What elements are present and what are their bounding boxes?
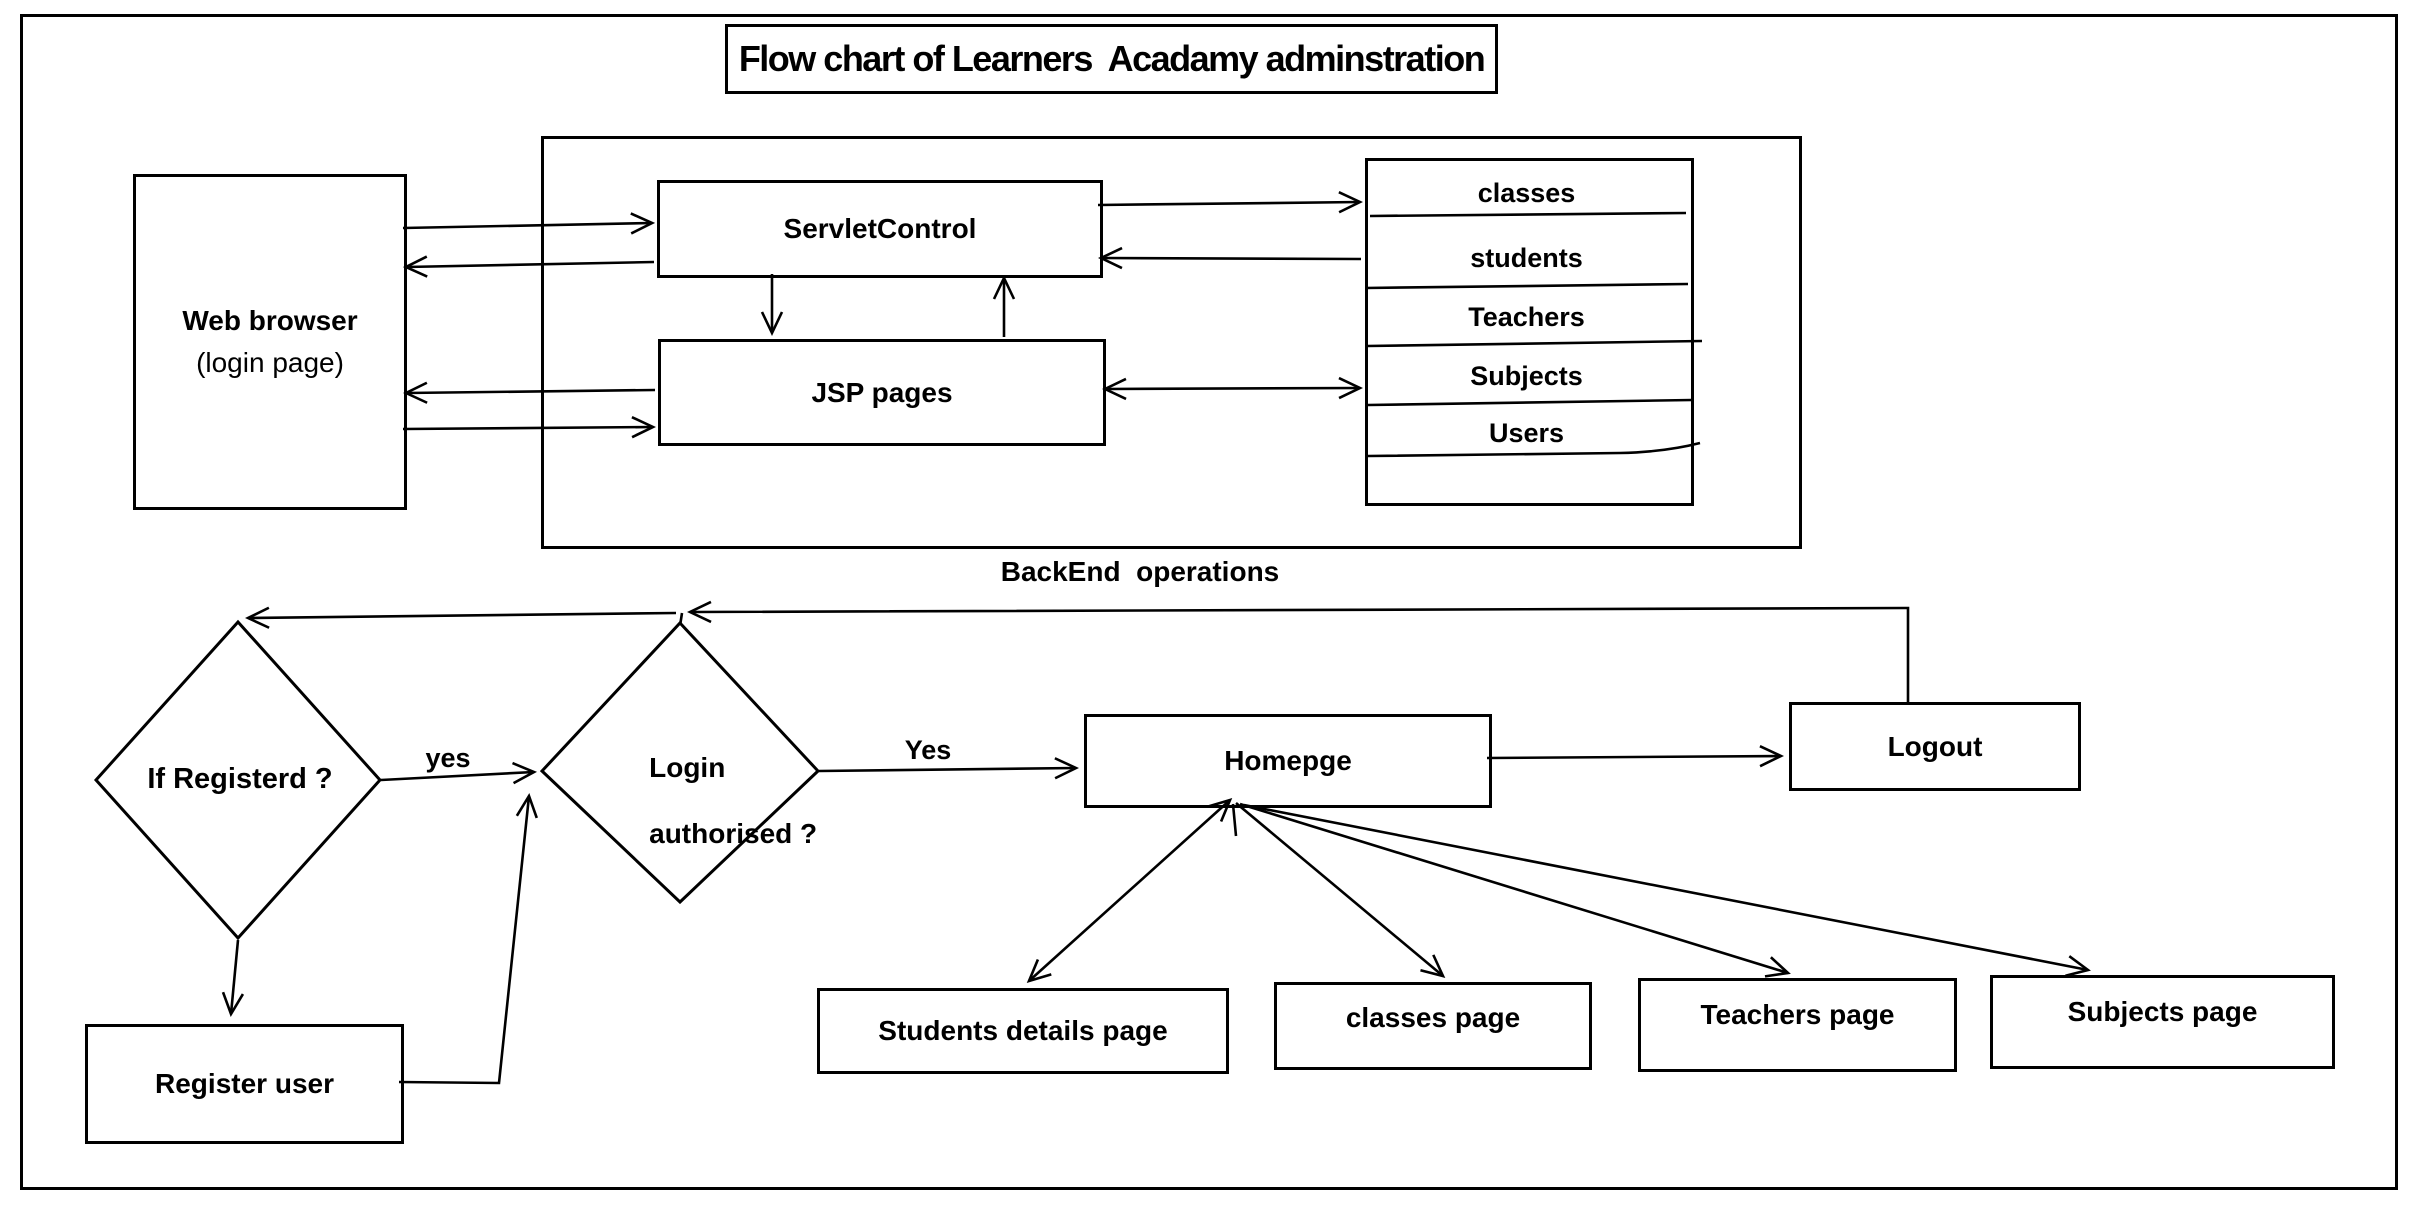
homepage-label: Homepge bbox=[1224, 745, 1352, 776]
servlet-control-label: ServletControl bbox=[783, 213, 977, 244]
node-register-user: Register user bbox=[85, 1024, 404, 1144]
node-students-details-page: Students details page bbox=[817, 988, 1229, 1074]
node-teachers-page: Teachers page bbox=[1638, 978, 1957, 1072]
logout-label: Logout bbox=[1887, 730, 1983, 762]
node-servlet-control: ServletControl bbox=[657, 180, 1103, 278]
node-web-browser: Web browser (login page) bbox=[133, 174, 407, 510]
teachers-page-label: Teachers page bbox=[1700, 999, 1895, 1030]
db-table-students: students bbox=[1470, 243, 1583, 273]
web-browser-label: Web browser bbox=[182, 305, 358, 336]
classes-page-label: classes page bbox=[1345, 1002, 1521, 1033]
students-details-label: Students details page bbox=[878, 1015, 1168, 1046]
diagram-title: Flow chart of Learners Acadamy adminstra… bbox=[738, 38, 1486, 79]
edge-label-yes-lower: yes bbox=[425, 743, 471, 773]
backend-operations-label: BackEnd operations bbox=[1000, 556, 1280, 587]
db-table-subjects: Subjects bbox=[1470, 361, 1583, 391]
register-user-label: Register user bbox=[155, 1068, 334, 1099]
login-authorised-label: Login authorised ? bbox=[618, 718, 817, 883]
node-jsp-pages: JSP pages bbox=[658, 339, 1106, 446]
login-authorised-line2: authorised ? bbox=[649, 818, 818, 849]
login-authorised-line1: Login bbox=[649, 752, 726, 783]
edge-label-yes-upper: Yes bbox=[904, 735, 952, 765]
node-homepage: Homepge bbox=[1084, 714, 1492, 808]
node-logout: Logout bbox=[1789, 702, 2081, 791]
node-subjects-page: Subjects page bbox=[1990, 975, 2335, 1069]
db-table-teachers: Teachers bbox=[1468, 302, 1585, 332]
backend-container bbox=[541, 136, 1802, 549]
db-table-classes: classes bbox=[1477, 178, 1576, 208]
node-classes-page: classes page bbox=[1274, 982, 1592, 1070]
login-page-label: (login page) bbox=[196, 347, 344, 378]
jsp-pages-label: JSP pages bbox=[811, 376, 953, 408]
if-registered-label: If Registerd ? bbox=[147, 763, 333, 795]
outer-frame bbox=[20, 14, 2398, 1190]
subjects-page-label: Subjects page bbox=[2067, 996, 2258, 1027]
diagram-title-box: Flow chart of Learners Acadamy adminstra… bbox=[725, 24, 1498, 94]
db-table-users: Users bbox=[1488, 418, 1565, 448]
